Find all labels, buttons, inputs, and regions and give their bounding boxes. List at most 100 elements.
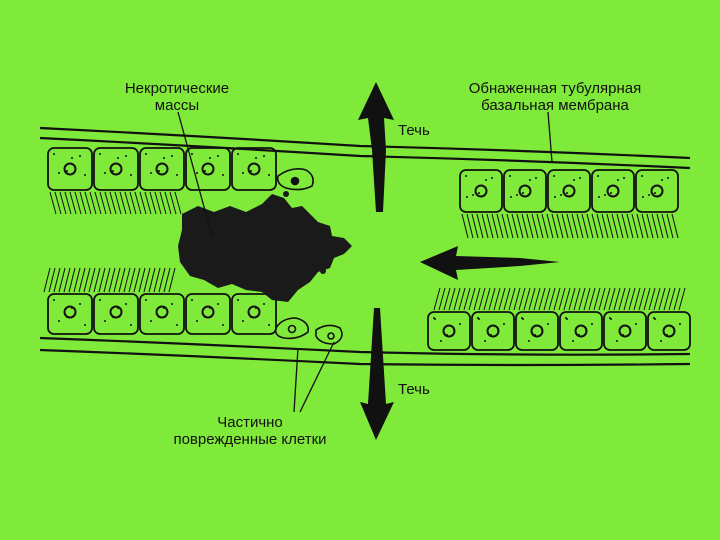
brush-border-stroke: [54, 268, 60, 292]
brush-border-stroke: [140, 192, 146, 214]
brush-border-stroke: [497, 214, 503, 238]
cell-granule: [222, 324, 224, 326]
brush-border-stroke: [44, 268, 50, 292]
cell-granule: [516, 194, 518, 196]
brush-border-stroke: [669, 288, 675, 310]
cell-granule: [268, 174, 270, 176]
cell-granule: [535, 177, 537, 179]
brush-border-stroke: [499, 288, 505, 310]
brush-border-stroke: [104, 268, 110, 292]
cell-nucleus: [157, 307, 168, 318]
cell-granule: [158, 316, 160, 318]
cell-granule: [242, 320, 244, 322]
cell-granule: [485, 179, 487, 181]
brush-border-stroke: [532, 214, 538, 238]
cell-granule: [145, 153, 147, 155]
cell-granule: [196, 320, 198, 322]
cell-granule: [560, 194, 562, 196]
cell-granule: [163, 157, 165, 159]
cell-nucleus: [111, 164, 122, 175]
cell-granule: [71, 157, 73, 159]
brush-border-stroke: [494, 288, 500, 310]
brush-border-stroke: [647, 214, 653, 238]
cell-granule: [541, 329, 543, 331]
cell-granule: [660, 340, 662, 342]
brush-border-stroke: [557, 214, 563, 238]
cell-granule: [478, 192, 480, 194]
cell-granule: [125, 303, 127, 305]
brush-border-stroke: [139, 268, 145, 292]
cell-granule: [268, 324, 270, 326]
cell-granule: [191, 299, 193, 301]
cell-granule: [566, 192, 568, 194]
cell-granule: [453, 329, 455, 331]
epithelium-bottom-right: [428, 312, 690, 350]
cell-granule: [158, 170, 160, 172]
cell-granule: [459, 323, 461, 325]
brush-border-stroke: [135, 192, 141, 214]
brush-border-stroke: [577, 214, 583, 238]
brush-border-stroke: [582, 214, 588, 238]
brush-border-stroke: [522, 214, 528, 238]
cell-granule: [163, 307, 165, 309]
brush-border-stroke: [454, 288, 460, 310]
cell-granule: [572, 340, 574, 342]
brush-border-stroke: [509, 288, 515, 310]
brush-border-stroke: [512, 214, 518, 238]
damaged-cells-label: Частично поврежденные клетки: [140, 414, 360, 448]
cell-granule: [503, 323, 505, 325]
brush-border-stroke: [160, 192, 166, 214]
cell-granule: [616, 340, 618, 342]
brush-border-stroke: [49, 268, 55, 292]
brush-border-stroke: [537, 214, 543, 238]
cell-nucleus: [620, 326, 631, 337]
brush-border-stroke: [634, 288, 640, 310]
brush-border-stroke: [589, 288, 595, 310]
brush-border-stroke: [664, 288, 670, 310]
cell-granule: [58, 320, 60, 322]
brush-border-stroke: [632, 214, 638, 238]
brush-border-stroke: [462, 214, 468, 238]
brush-border-stroke: [529, 288, 535, 310]
cell-granule: [237, 153, 239, 155]
cell-granule: [553, 175, 555, 177]
cell-granule: [130, 174, 132, 176]
cell-granule: [204, 316, 206, 318]
cell-granule: [528, 340, 530, 342]
flow-label-top: Течь: [398, 122, 430, 139]
cell-granule: [547, 323, 549, 325]
brush-border-stroke: [124, 268, 130, 292]
brush-border-stroke: [517, 214, 523, 238]
brush-border-stroke: [607, 214, 613, 238]
cell-granule: [579, 177, 581, 179]
brush-border-stroke: [622, 214, 628, 238]
cell-granule: [490, 334, 492, 336]
cell-granule: [641, 175, 643, 177]
cell-granule: [222, 174, 224, 176]
cell-nucleus: [608, 186, 619, 197]
brush-border-stroke: [609, 288, 615, 310]
brush-border-stroke: [119, 268, 125, 292]
brush-border-stroke: [79, 268, 85, 292]
brush-border-stroke: [74, 268, 80, 292]
cell-granule: [446, 334, 448, 336]
brush-border-stroke: [662, 214, 668, 238]
brush-border-stroke: [150, 192, 156, 214]
cell-granule: [472, 194, 474, 196]
cell-granule: [661, 179, 663, 181]
cell-granule: [629, 329, 631, 331]
brush-border-stroke: [130, 192, 136, 214]
brush-border-stroke: [55, 192, 61, 214]
brush-border-stroke: [144, 268, 150, 292]
brush-border-stroke: [474, 288, 480, 310]
brush-border-stroke: [629, 288, 635, 310]
brush-border-stroke: [562, 214, 568, 238]
brush-border-stroke: [439, 288, 445, 310]
brush-border-stroke: [574, 288, 580, 310]
brush-border-stroke: [657, 214, 663, 238]
brush-border-stroke: [80, 192, 86, 214]
cell-nucleus: [652, 186, 663, 197]
cell-granule: [522, 192, 524, 194]
brush-border-stroke: [100, 192, 106, 214]
cell-granule: [53, 299, 55, 301]
